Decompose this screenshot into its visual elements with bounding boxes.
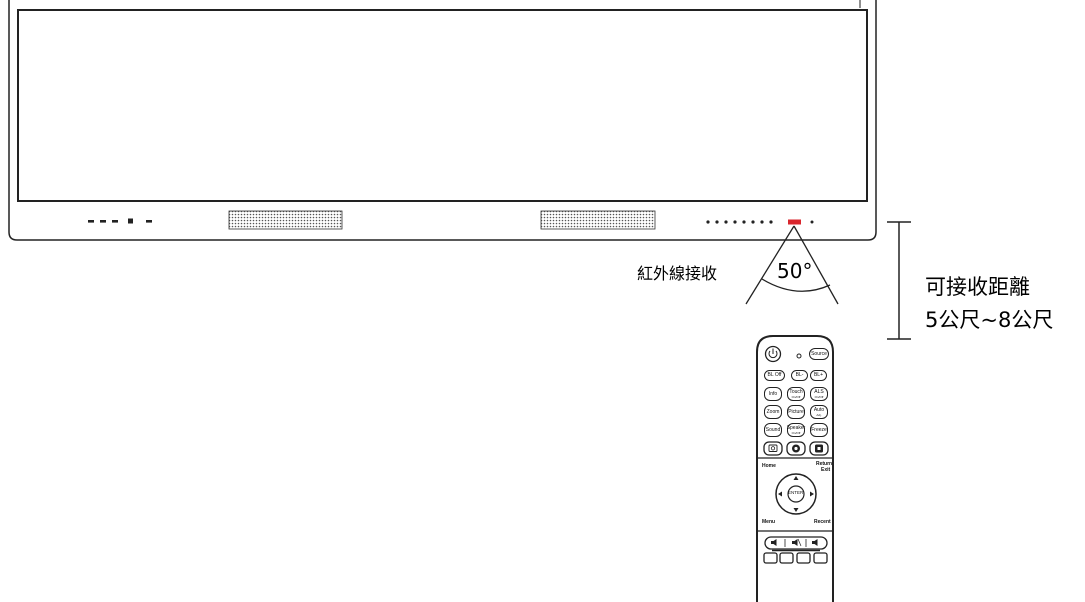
remote-control <box>756 335 834 602</box>
remote-recent-label: Recent <box>814 519 831 525</box>
remote-enter-label: ENTER <box>788 490 804 495</box>
remote-sound-label: Sound <box>765 426 781 433</box>
remote-source-button: Source <box>809 348 829 360</box>
remote-bl-off-label: BL Off <box>767 372 782 378</box>
remote-bl-plus-label: BL+ <box>813 372 824 378</box>
remote-bl-minus-button: BL- <box>791 370 808 381</box>
ir-sensor <box>788 219 801 225</box>
angle-label: 50° <box>777 259 813 283</box>
remote-bl-plus-button: BL+ <box>810 370 827 381</box>
speaker-grille-left <box>228 210 343 230</box>
remote-als-label: ALS <box>814 388 824 395</box>
remote-bl-minus-label: BL- <box>795 372 804 378</box>
remote-auto-adj-button: Auto Adj. <box>810 405 828 419</box>
remote-touch-button: Touch On/Off <box>787 387 805 401</box>
remote-auto-sublabel: Adj. <box>816 412 822 417</box>
remote-speaker-label: Speaker <box>786 424 806 431</box>
remote-exit-label: Exit <box>821 467 831 473</box>
remote-picture-label: Picture <box>788 408 804 415</box>
remote-info-button: Info <box>764 387 782 401</box>
remote-touch-label: Touch <box>789 388 803 395</box>
remote-home-label: Home <box>762 463 776 469</box>
indicator-dots <box>706 220 814 224</box>
remote-picture-button: Picture <box>787 405 805 419</box>
front-buttons <box>88 218 152 224</box>
remote-freeze-label: Freeze <box>811 426 827 433</box>
distance-bracket <box>887 221 911 340</box>
range-label-line2: 5公尺~8公尺 <box>925 308 1054 332</box>
ir-receiver-label: 紅外線接收 <box>637 264 718 283</box>
remote-speaker-button: Speaker On/Off <box>787 423 805 437</box>
remote-zoom-button: Zoom <box>764 405 782 419</box>
remote-als-button: ALS On/Off <box>810 387 828 401</box>
reception-cone <box>745 225 839 305</box>
remote-bl-off-button: BL Off <box>764 370 785 381</box>
display-frame <box>8 0 877 241</box>
range-label-line1: 可接收距離 <box>925 275 1030 299</box>
remote-speaker-sublabel: On/Off <box>791 430 801 435</box>
remote-return-label: Return <box>816 461 833 467</box>
speaker-grille-right <box>540 210 656 230</box>
remote-source-label: Source <box>811 350 827 357</box>
remote-info-label: Info <box>768 390 778 397</box>
remote-als-sublabel: On/Off <box>814 394 824 399</box>
remote-menu-label: Menu <box>762 519 776 525</box>
remote-auto-label: Auto <box>813 406 825 413</box>
remote-freeze-button: Freeze <box>810 423 828 437</box>
remote-sound-button: Sound <box>764 423 782 437</box>
remote-touch-sublabel: On/Off <box>791 394 801 399</box>
remote-zoom-label: Zoom <box>766 408 780 415</box>
